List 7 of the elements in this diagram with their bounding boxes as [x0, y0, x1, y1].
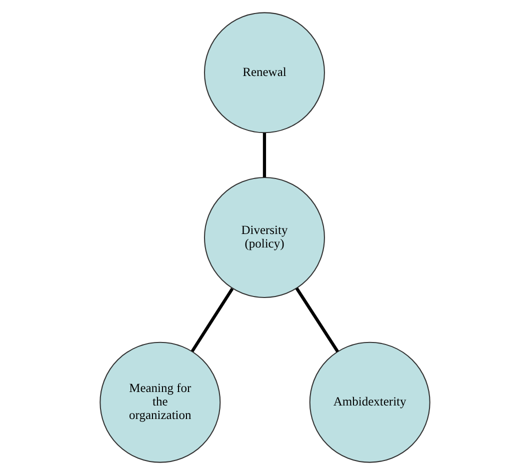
- node-circle: Meaning for the organization: [100, 342, 221, 463]
- node-circle: Ambidexterity: [309, 342, 430, 463]
- connector: [262, 132, 266, 178]
- node-circle: Diversity (policy): [204, 177, 325, 298]
- connector: [190, 288, 234, 352]
- node-circle: Renewal: [204, 12, 325, 134]
- connector: [295, 287, 339, 352]
